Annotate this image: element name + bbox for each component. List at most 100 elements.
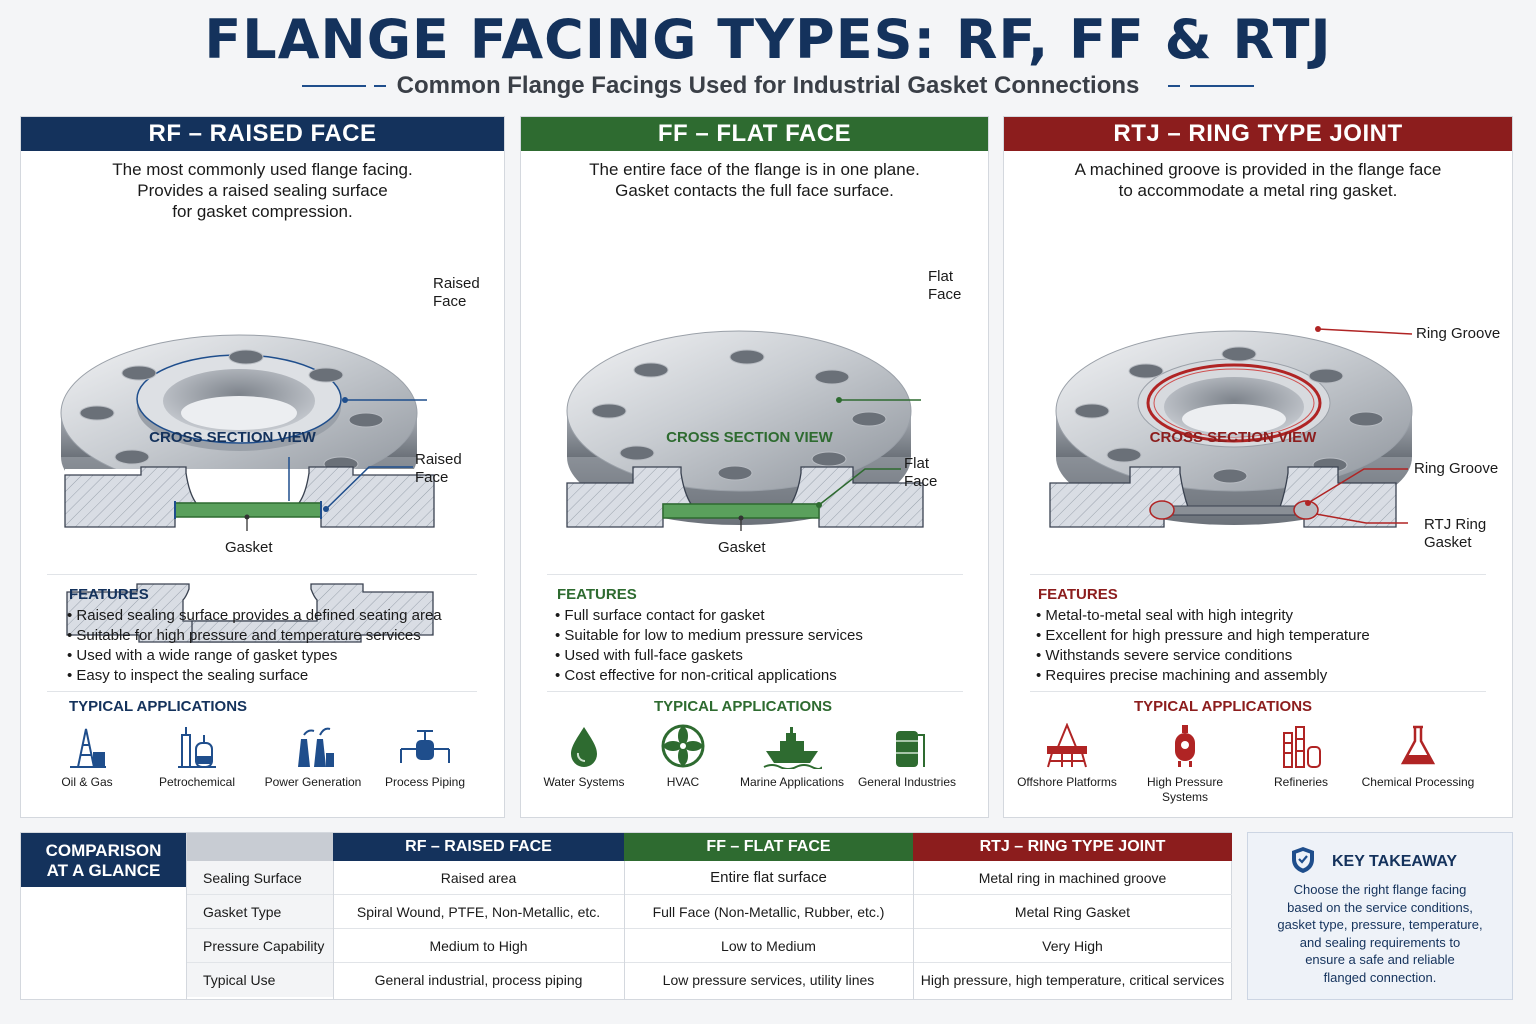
callout-line: Face — [433, 293, 467, 310]
rf-divider — [47, 691, 477, 692]
app-label: General Industries — [857, 775, 957, 789]
app-hvac: HVAC — [625, 723, 741, 790]
callout-line: Face — [415, 469, 449, 486]
app-oil-gas: Oil & Gas — [29, 723, 145, 790]
table-divider — [913, 861, 914, 1000]
rf-desc-line: Provides a raised sealing surface — [137, 181, 388, 200]
offshore-platform-icon — [1047, 723, 1087, 768]
valve-piping-icon — [400, 730, 450, 763]
ff-flange-callout: Flat Face — [928, 268, 961, 304]
comparison-label-line: COMPARISON — [45, 841, 162, 860]
comparison-cell: Full Face (Non-Metallic, Rubber, etc.) — [624, 895, 913, 929]
page-subtitle: Common Flange Facings Used for Industria… — [396, 72, 1140, 99]
key-takeaway-line: Choose the right flange facing — [1293, 882, 1467, 897]
rtj-flange-callout: Ring Groove — [1416, 325, 1501, 342]
comparison-cell: Very High — [913, 929, 1232, 963]
ff-divider — [547, 691, 963, 692]
rtj-gasket-callout: RTJ Ring Gasket — [1424, 516, 1486, 552]
rtj-flange-illustration — [1049, 326, 1413, 528]
callout-line: RTJ Ring — [1424, 516, 1487, 533]
ff-flange-illustration — [566, 330, 924, 531]
table-divider — [624, 861, 625, 1000]
rf-gasket-leader-dot — [244, 514, 250, 520]
app-label: Water Systems — [543, 775, 625, 789]
comparison-cell: Metal ring in machined groove — [913, 861, 1232, 895]
petrochemical-plant-icon — [178, 727, 216, 768]
ff-section-callout: Flat Face — [904, 455, 937, 491]
rf-section-callout: Raised Face — [415, 451, 462, 487]
comparison-cell: Low pressure services, utility lines — [662, 972, 875, 988]
subtitle-rule-right — [1190, 85, 1254, 87]
comparison-label-line: AT A GLANCE — [46, 861, 161, 880]
rtj-section-ring-bar — [1161, 505, 1307, 516]
key-takeaway-line: and sealing requirements to — [1299, 934, 1461, 950]
key-takeaway-line: ensure a safe and reliable — [1305, 952, 1455, 967]
comparison-label: COMPARISON AT A GLANCE — [21, 833, 186, 887]
callout-line: Face — [928, 286, 962, 303]
rf-desc-line: The most commonly used flange facing. — [112, 160, 413, 179]
ff-cross-section-title: CROSS SECTION VIEW — [666, 429, 833, 446]
ff-flange-leader-dot — [836, 397, 842, 403]
feature-item: Metal-to-metal seal with high integrity — [1036, 606, 1370, 626]
rf-flange-callout: Raised Face — [433, 275, 480, 311]
key-takeaway-line: based on the service conditions, — [1287, 899, 1473, 915]
app-label: Process Piping — [384, 775, 466, 789]
rf-section-overlay — [64, 457, 481, 531]
rtj-apps-title: TYPICAL APPLICATIONS — [1134, 698, 1313, 715]
rf-desc-line: for gasket compression. — [172, 202, 353, 221]
rtj-cross-section-title: CROSS SECTION VIEW — [1149, 429, 1317, 446]
rtj-desc-line: A machined groove is provided in the fla… — [1074, 160, 1442, 179]
rtj-desc-line: to accommodate a metal ring gasket. — [1118, 181, 1398, 200]
ff-description: The entire face of the flange is in one … — [521, 159, 988, 201]
rf-panel: RF – RAISED FACE The most commonly used … — [20, 116, 505, 818]
ff-features-list: Full surface contact for gasket Suitable… — [555, 606, 863, 686]
feature-item: Raised sealing surface provides a define… — [67, 606, 441, 626]
rtj-panel: RTJ – RING TYPE JOINT A machined groove … — [1003, 116, 1513, 818]
feature-item: Suitable for low to medium pressure serv… — [555, 626, 862, 646]
app-label: Oil & Gas — [61, 775, 113, 789]
rtj-groove-callout: Ring Groove — [1414, 460, 1499, 477]
rtj-ring-groove — [1146, 363, 1322, 443]
callout-line: Flat — [904, 455, 930, 472]
rf-section-leader-dot — [323, 506, 329, 512]
rf-gasket-label: Gasket — [225, 539, 273, 556]
app-chemical-processing: Chemical Processing — [1360, 723, 1476, 790]
subtitle-dash-right — [1168, 85, 1180, 87]
rtj-flange-leader — [1317, 328, 1413, 335]
comparison-cell: Entire flat surface — [624, 861, 913, 895]
callout-line: Raised — [415, 451, 462, 468]
rf-flange-leader-dot — [342, 397, 348, 403]
table-divider — [333, 861, 334, 1000]
ff-section-leader-dot — [816, 502, 822, 508]
feature-item: Used with full-face gaskets — [555, 646, 863, 666]
rtj-divider — [1030, 574, 1486, 575]
comparison-row-label: Sealing Surface — [186, 861, 333, 895]
app-marine: Marine Applications — [734, 723, 850, 790]
feature-item: Suitable for high pressure and temperatu… — [67, 626, 442, 646]
feature-item: Cost effective for non-critical applicat… — [555, 666, 863, 686]
app-offshore-platforms: Offshore Platforms — [1009, 723, 1125, 790]
page-header: FLANGE FACING TYPES: RF, FF & RTJ Common… — [0, 0, 1536, 110]
subtitle-rule-left — [302, 85, 366, 87]
ff-apps-title: TYPICAL APPLICATIONS — [654, 698, 833, 715]
fan-icon — [661, 724, 705, 768]
ff-panel-title: FF – FLAT FACE — [521, 117, 988, 151]
comparison-table: COMPARISON AT A GLANCE RF – RAISED FACE … — [20, 832, 1232, 1000]
rf-cross-section-title: CROSS SECTION VIEW — [149, 429, 316, 446]
key-takeaway-line: gasket type, pressure, temperature, — [1277, 917, 1483, 932]
rf-features-title: FEATURES — [69, 586, 149, 603]
water-drop-icon — [571, 727, 597, 767]
app-label: Marine Applications — [739, 775, 845, 789]
callout-line: Gasket — [1424, 534, 1472, 551]
rtj-features-list: Metal-to-metal seal with high integrity … — [1036, 606, 1370, 686]
app-label: Chemical Processing — [1361, 775, 1475, 789]
app-label: High Pressure Systems — [1146, 775, 1224, 804]
callout-line: Face — [904, 473, 938, 490]
feature-item: Excellent for high pressure and high tem… — [1036, 626, 1369, 646]
comparison-cell: Raised area — [333, 861, 624, 895]
comparison-cell: High pressure, high temperature, critica… — [920, 972, 1225, 988]
page-title: FLANGE FACING TYPES: RF, FF & RTJ — [204, 8, 1332, 71]
ship-icon — [763, 727, 822, 769]
rtj-panel-title: RTJ – RING TYPE JOINT — [1004, 117, 1512, 151]
rtj-groove-leader — [1307, 468, 1408, 504]
